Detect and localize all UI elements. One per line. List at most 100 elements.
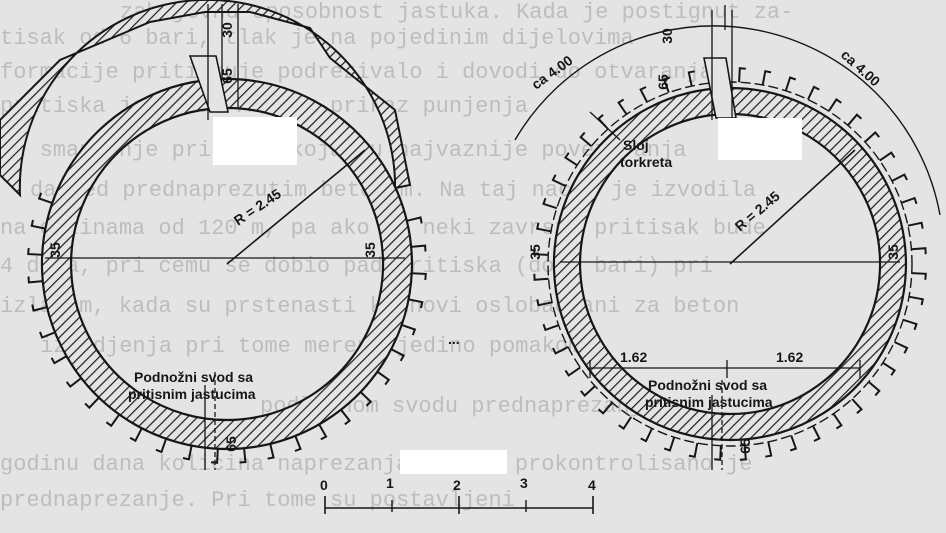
rock-anchor (239, 448, 247, 464)
right-bottom-depth-label: 65 (737, 438, 753, 454)
right-invert-label: pritisnim jastucima (645, 394, 773, 410)
rock-anchor (847, 113, 863, 126)
left-crown-lining (0, 0, 412, 198)
rock-anchor (580, 385, 596, 397)
right-crown-depth-label: 65 (655, 74, 671, 90)
background-text-line: prednaprezanje. Pri tome su postavljeni (0, 488, 515, 513)
background-text-line: izvodjenja pri tome mereno jedino pomako… (40, 334, 581, 359)
rock-anchor (908, 295, 924, 306)
rock-anchor (129, 427, 143, 443)
right-half-width-left-label: 1.62 (620, 349, 647, 365)
left-invert-label: Podnožni svod sa (134, 369, 253, 385)
rock-anchor (579, 131, 592, 147)
rock-anchor (911, 247, 927, 255)
scale-bar: 0 1 2 3 4 (320, 475, 596, 514)
right-side-right-label: 35 (885, 244, 901, 260)
left-crown-notch (188, 55, 229, 113)
right-side-left-label: 35 (527, 244, 543, 260)
rock-anchor (50, 355, 68, 365)
redaction-box (718, 118, 802, 160)
right-outer-arc (514, 25, 941, 216)
rock-anchor (688, 442, 699, 458)
rock-anchor (542, 197, 558, 210)
rock-anchor (30, 219, 46, 230)
rock-anchor (851, 398, 863, 414)
rock-anchor (662, 76, 671, 93)
rock-anchor (894, 341, 909, 354)
rock-anchor (294, 435, 302, 452)
rock-anchor (739, 445, 747, 461)
background-text-line: godinu dana kolicina naprezanja tunela p… (0, 452, 753, 477)
rock-anchor (542, 323, 559, 332)
scale-tick-label: 1 (386, 475, 394, 491)
rock-anchor (318, 423, 328, 441)
rock-anchor (39, 331, 56, 339)
left-invert-label: pritisnim jastucima (128, 386, 256, 402)
rock-anchor (714, 445, 722, 461)
left-bottom-depth-label: 65 (223, 436, 239, 452)
rock-anchor (891, 173, 908, 182)
rock-anchor (807, 85, 820, 100)
shotcrete-leader-line (589, 111, 621, 141)
rock-anchor (617, 98, 628, 115)
rock-anchor (864, 131, 880, 143)
rock-anchor (551, 174, 566, 187)
right-crown-thickness-label: 30 (659, 28, 675, 44)
rock-anchor (536, 222, 552, 233)
rock-anchor (564, 366, 581, 377)
rock-anchor (832, 413, 843, 430)
rock-anchor (618, 416, 633, 431)
rock-anchor (882, 361, 897, 376)
rock-anchor (31, 304, 48, 312)
rock-anchor (536, 299, 553, 307)
rock-anchor (267, 443, 275, 460)
redaction-box (400, 450, 507, 474)
right-invert-label: Podnožni svod sa (648, 377, 767, 393)
shotcrete-label: Sloj (623, 137, 649, 153)
rock-anchor (663, 436, 676, 452)
right-side-thickness-label: 35 (362, 242, 378, 258)
rock-anchor (401, 323, 417, 336)
left-radius-line (226, 149, 366, 265)
rock-anchor (340, 409, 352, 426)
rock-anchor (907, 221, 924, 229)
rock-anchor (765, 441, 773, 458)
scale-tick-label: 3 (520, 475, 528, 491)
rock-anchor (911, 272, 927, 280)
rock-anchor (65, 377, 82, 389)
scale-tick-label: 2 (453, 477, 461, 493)
left-side-thickness-label: 35 (47, 242, 63, 258)
rock-anchor (552, 346, 569, 355)
rock-anchor (411, 244, 427, 252)
right-radius-line (729, 149, 856, 265)
rock-anchor (105, 413, 121, 428)
rock-anchor (639, 86, 648, 103)
rock-anchor (84, 396, 100, 410)
rock-anchor (533, 273, 549, 281)
rock-anchor (789, 435, 798, 452)
left-rock-anchors (27, 192, 427, 464)
right-half-width-right-label: 1.62 (776, 349, 803, 365)
rock-anchor (376, 370, 391, 386)
rock-anchor (359, 391, 373, 407)
rock-anchor (533, 248, 549, 256)
rock-anchor (563, 152, 578, 167)
rock-anchor (784, 76, 797, 92)
shotcrete-label: torkreta (620, 154, 672, 170)
rock-anchor (761, 70, 772, 86)
left-center-mark: ... (448, 331, 460, 347)
rock-anchor (738, 67, 746, 83)
rock-anchor (901, 196, 918, 205)
left-crown-thickness-label: 30 (219, 22, 235, 38)
rock-anchor (902, 318, 918, 331)
rock-anchor (597, 402, 613, 415)
rock-anchor (812, 425, 821, 442)
rock-anchor (406, 216, 423, 224)
rock-anchor (390, 348, 406, 362)
rock-anchor (155, 438, 168, 454)
rock-anchor (408, 298, 424, 309)
rock-anchor (411, 272, 427, 280)
rock-anchor (687, 70, 695, 87)
